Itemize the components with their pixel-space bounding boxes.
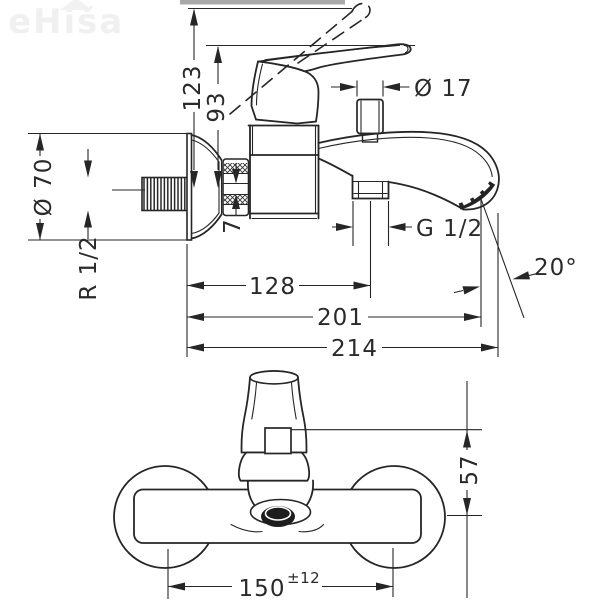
shower-hose-fitting (351, 174, 390, 200)
side-view: 123 93 Ø 70 R 1/2 (28, 0, 578, 362)
dim-150-label: 150 (239, 576, 286, 600)
dim-7-label: 7 (220, 218, 246, 234)
dim-d70-label: Ø 70 (31, 158, 57, 217)
dim-150-tolerance-label: ±12 (287, 569, 320, 587)
diverter-knob (356, 98, 384, 143)
dim-20deg-label: 20° (534, 255, 578, 281)
dim-g12-label: G 1/2 (416, 216, 483, 242)
dimension-201: 201 (187, 305, 481, 331)
mixer-body (247, 124, 320, 220)
dim-r12-label: R 1/2 (76, 235, 102, 300)
watermark-house-icon (60, 0, 92, 10)
dimension-93: 93 (204, 46, 230, 188)
dimension-214: 214 (187, 336, 498, 362)
dimension-knob-diameter: Ø 17 (331, 76, 473, 102)
raised-lever-cutoff-bar (180, 0, 345, 5)
handle-lever (258, 43, 412, 73)
dim-123-label: 123 (180, 65, 206, 112)
dimension-escutcheon-diameter: Ø 70 (31, 133, 57, 240)
dim-128-label: 128 (249, 274, 296, 300)
dimension-128: 128 (187, 274, 371, 300)
spout (317, 130, 500, 211)
top-view: 57 150 ±12 (113, 370, 483, 600)
dimension-150: 150 ±12 (167, 548, 394, 600)
dimension-outlet-thread: G 1/2 (332, 216, 483, 242)
handle-collar (237, 451, 311, 482)
dim-214-label: 214 (331, 336, 378, 362)
dimension-spout-angle: 20° (453, 198, 578, 319)
dim-201-label: 201 (317, 305, 364, 331)
handle-raised-position-dashed (229, 2, 371, 115)
dim-d17-label: Ø 17 (414, 76, 473, 102)
spout-outlet (249, 498, 312, 527)
escutcheon-wall-disc (186, 132, 193, 241)
diverter-knob-top-view (264, 427, 292, 455)
dim-57-label: 57 (457, 454, 483, 485)
handle (229, 2, 412, 125)
dimension-wall-thread: R 1/2 (76, 149, 102, 301)
dimension-123: 123 (180, 8, 206, 188)
dim-93-label: 93 (204, 91, 230, 122)
handle-top-view (237, 370, 311, 482)
aerator (458, 181, 496, 210)
wall-connection (141, 132, 250, 241)
watermark: eHiša (8, 0, 124, 42)
dimension-57: 57 (291, 381, 483, 598)
threaded-pipe (141, 176, 189, 212)
